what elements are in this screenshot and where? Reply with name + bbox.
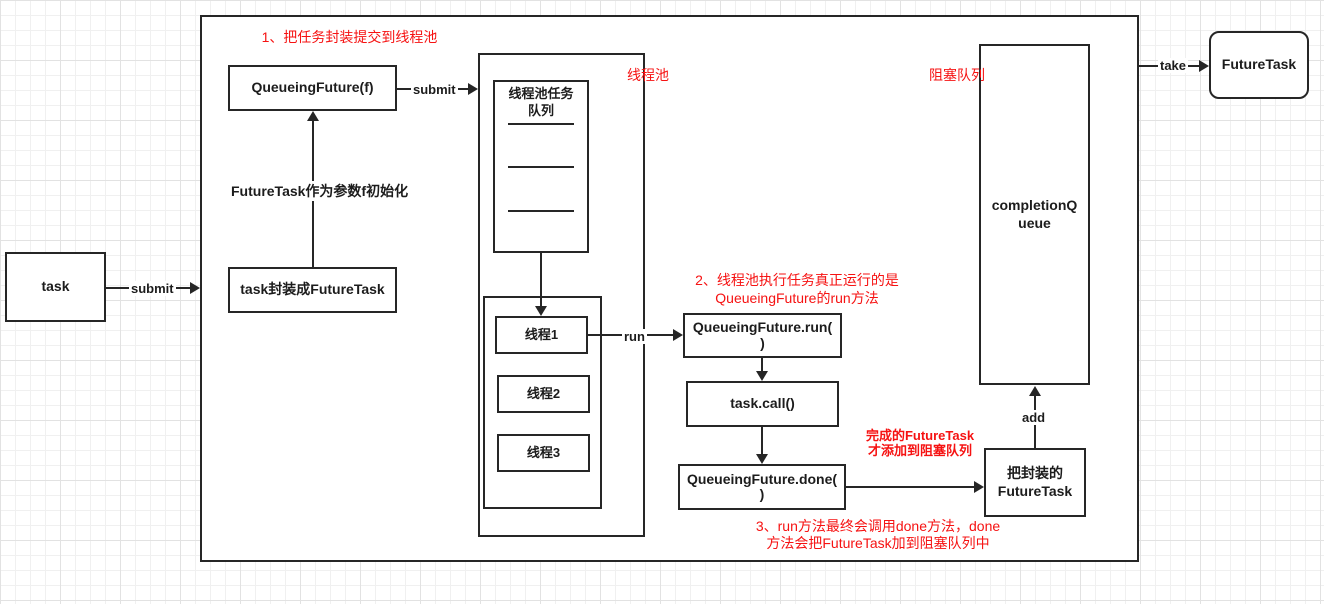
note-completed-line1: 完成的FutureTask xyxy=(865,428,975,443)
label-init-param: FutureTask作为参数f初始化 xyxy=(229,181,409,201)
node-qf-run-line2: ) xyxy=(760,334,765,351)
note-2: 2、线程池执行任务真正运行的是 QueueingFuture的run方法 xyxy=(672,271,922,307)
pool-queue-title-line1: 线程池任务 xyxy=(508,86,574,102)
arrow-run-to-call-head xyxy=(756,371,768,381)
node-queueingfuture-f-label: QueueingFuture(f) xyxy=(251,79,374,96)
arrow-call-to-done-head xyxy=(756,454,768,464)
note-3-line2: 方法会把FutureTask加到阻塞队列中 xyxy=(766,535,990,551)
arrow-run-head xyxy=(673,329,683,341)
node-cq-line1: completionQ xyxy=(991,197,1078,213)
node-thread2: 线程2 xyxy=(497,375,590,413)
arrow-submit-left-head xyxy=(190,282,200,294)
node-thread3-label: 线程3 xyxy=(526,444,561,460)
label-submit-top: submit xyxy=(411,82,458,97)
node-queueingfuture-f: QueueingFuture(f) xyxy=(228,65,397,111)
pool-queue-title-line2: 队列 xyxy=(527,102,554,118)
node-wrapped-futuretask: 把封装的 FutureTask xyxy=(984,448,1086,517)
arrow-take-head xyxy=(1199,60,1209,72)
note-2-line2: QueueingFuture的run方法 xyxy=(715,290,879,306)
node-queueingfuture-run: QueueingFuture.run( ) xyxy=(683,313,842,358)
node-task-call: task.call() xyxy=(686,381,839,427)
node-cq-line2: ueue xyxy=(1018,214,1051,231)
node-result-futuretask: FutureTask xyxy=(1209,31,1309,99)
node-queueingfuture-done: QueueingFuture.done( ) xyxy=(678,464,846,510)
node-thread1: 线程1 xyxy=(495,316,588,354)
label-blocking-queue: 阻塞队列 xyxy=(929,67,985,83)
note-1: 1、把任务封装提交到线程池 xyxy=(261,29,438,45)
note-2-line1: 2、线程池执行任务真正运行的是 xyxy=(695,272,899,288)
node-result-label: FutureTask xyxy=(1221,56,1297,73)
label-take: take xyxy=(1158,58,1189,73)
node-wrapped-line1: 把封装的 xyxy=(1007,465,1063,481)
arrow-call-to-done-line xyxy=(761,427,763,454)
arrow-init-head xyxy=(307,111,319,121)
arrow-submit-top-head xyxy=(468,83,478,95)
label-run: run xyxy=(622,329,647,344)
node-wrap-label: task封装成FutureTask xyxy=(240,281,385,298)
node-qf-done-line1: QueueingFuture.done( xyxy=(686,470,838,487)
node-task: task xyxy=(5,252,106,322)
note-completed-futuretask: 完成的FutureTask 才添加到阻塞队列 xyxy=(855,428,985,458)
arrow-done-to-wrapped-line xyxy=(846,486,974,488)
node-thread2-label: 线程2 xyxy=(526,385,561,401)
note-3-line1: 3、run方法最终会调用done方法，done xyxy=(755,518,1001,534)
arrow-done-to-wrapped-head xyxy=(974,481,984,493)
pool-queue-title: 线程池任务 队列 xyxy=(508,82,573,123)
node-thread1-label: 线程1 xyxy=(524,326,559,342)
arrow-queue-to-thread-line xyxy=(540,253,542,306)
node-wrap-futuretask: task封装成FutureTask xyxy=(228,267,397,313)
pool-queue-slot-2 xyxy=(508,166,574,210)
node-qf-run-line1: QueueingFuture.run( xyxy=(692,319,833,336)
node-qf-done-line2: ) xyxy=(759,486,765,502)
node-task-label: task xyxy=(41,278,70,295)
label-thread-pool: 线程池 xyxy=(627,67,669,83)
pool-queue-slot-1 xyxy=(508,123,574,166)
node-completion-queue: completionQ ueue xyxy=(979,44,1090,385)
arrow-run-to-call-line xyxy=(761,358,763,371)
arrow-add-head xyxy=(1029,386,1041,396)
thread-pool-container xyxy=(478,53,645,537)
label-add: add xyxy=(1020,410,1048,425)
node-task-call-label: task.call() xyxy=(730,395,795,412)
note-completed-line2: 才添加到阻塞队列 xyxy=(867,443,972,458)
node-thread3: 线程3 xyxy=(497,434,590,472)
label-submit-left: submit xyxy=(129,281,176,296)
node-wrapped-line2: FutureTask xyxy=(997,482,1073,499)
pool-queue-slot-3 xyxy=(508,210,574,251)
threads-container xyxy=(483,296,602,509)
note-3: 3、run方法最终会调用done方法，done 方法会把FutureTask加到… xyxy=(752,518,1004,552)
node-pool-task-queue: 线程池任务 队列 xyxy=(493,80,589,253)
arrow-queue-to-thread-head xyxy=(535,306,547,316)
